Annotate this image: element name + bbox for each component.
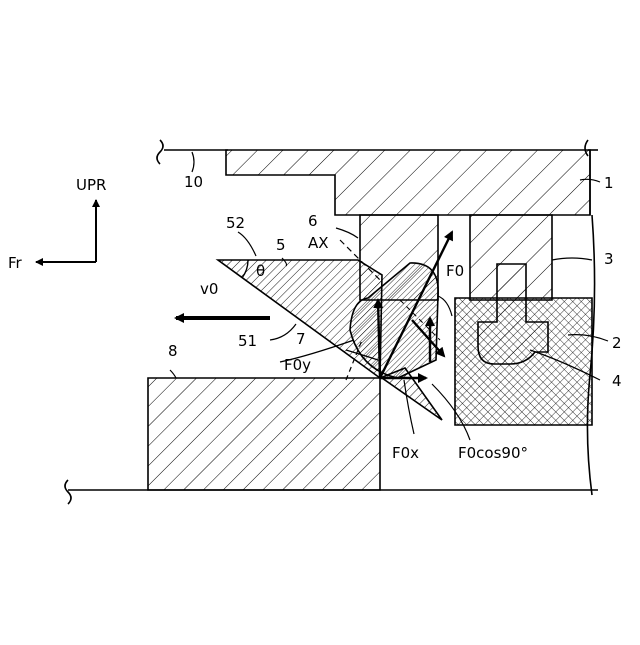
label-4: 4 — [612, 372, 622, 390]
label-52: 52 — [226, 214, 245, 232]
member-1-upper-body — [226, 150, 590, 215]
label-f0: F0 — [446, 262, 464, 280]
label-1: 1 — [604, 174, 614, 192]
label-ax: AX — [308, 234, 329, 252]
member-8-block — [148, 378, 380, 490]
label-v0: v0 — [200, 280, 218, 298]
label-2: 2 — [612, 334, 622, 352]
label-f0cos: F0cos90° — [458, 444, 528, 462]
label-3: 3 — [604, 250, 614, 268]
label-51: 51 — [238, 332, 257, 350]
direction-indicator — [36, 200, 96, 262]
label-8: 8 — [168, 342, 178, 360]
label-fr: Fr — [8, 254, 23, 272]
label-10: 10 — [184, 173, 203, 191]
label-6: 6 — [308, 212, 318, 230]
label-7: 7 — [296, 330, 306, 348]
label-theta: θ — [256, 262, 265, 280]
label-5: 5 — [276, 236, 286, 254]
label-upr: UPR — [76, 176, 106, 194]
label-f0x: F0x — [392, 444, 419, 462]
label-f0y: F0y — [284, 356, 311, 374]
